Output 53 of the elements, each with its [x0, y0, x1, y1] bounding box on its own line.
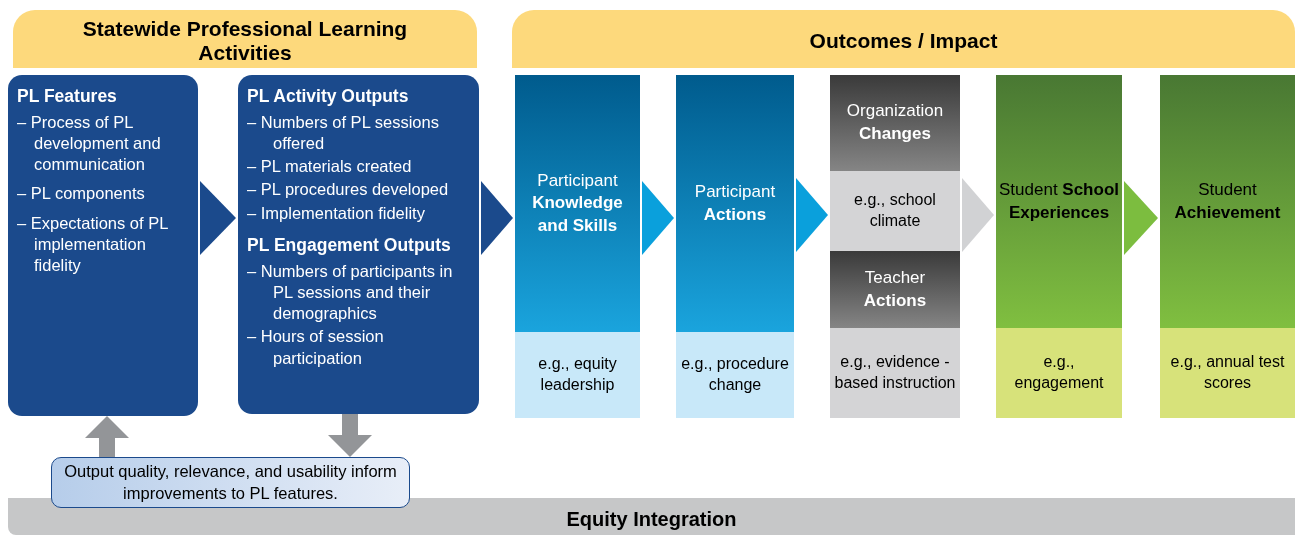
outcome-title: Participant Actions: [693, 181, 777, 226]
chevron-arrow: [200, 181, 236, 255]
header-text: Statewide Professional Learning Activities: [81, 17, 409, 65]
band-label: Equity Integration: [565, 508, 738, 531]
block-arrow: [328, 414, 372, 457]
example-text: e.g., school climate: [853, 190, 937, 231]
feedback-text: Output quality, relevance, and usability inform improvements to PL features.: [63, 461, 398, 504]
bullet-item: – PL procedures developed: [247, 179, 450, 201]
bullet-item: – Implementation fidelity: [247, 202, 426, 224]
example-box: [830, 171, 960, 251]
bullet-item: – PL materials created: [247, 156, 413, 178]
bullet-item: – Process of PL development and communication: [17, 111, 162, 176]
outcome-title: Student School Experiences: [998, 179, 1120, 224]
chevron-arrow: [481, 181, 513, 255]
activity-panel: [8, 75, 198, 416]
outcome-box: [996, 75, 1122, 328]
outcome-title: Teacher Actions: [862, 266, 928, 312]
bullet-item: – Numbers of PL sessions offered: [247, 111, 440, 154]
outcome-box: [830, 251, 960, 328]
bullet-item: – Hours of session participation: [247, 326, 385, 369]
outcome-title: Student Achievement: [1173, 179, 1282, 224]
example-box: [1160, 328, 1295, 418]
example-box: [676, 332, 794, 418]
panel-heading: PL Features: [17, 85, 118, 108]
section-header-tab: [13, 10, 477, 68]
section-header-tab: [512, 10, 1295, 68]
example-text: e.g., procedure change: [680, 354, 790, 395]
example-text: e.g., engagement: [1013, 352, 1105, 393]
chevron-arrow: [796, 178, 828, 252]
outcome-box: [1160, 75, 1295, 328]
outcome-box: [676, 75, 794, 332]
outcome-title: Organization Changes: [845, 100, 945, 145]
example-box: [515, 332, 640, 418]
bullet-item: – PL components: [17, 183, 146, 205]
chevron-arrow: [1124, 181, 1158, 255]
bullet-item: – Numbers of participants in PL sessions and their demographics: [247, 260, 454, 325]
example-box: [830, 328, 960, 418]
bullet-item: – Expectations of PL implementation fidelity: [17, 212, 169, 277]
header-text: Outcomes / Impact: [808, 29, 999, 53]
panel-heading: PL Engagement Outputs: [247, 233, 452, 257]
chevron-arrow: [962, 178, 994, 252]
panel-heading: PL Activity Outputs: [247, 85, 410, 108]
activity-panel: [238, 75, 479, 414]
example-text: e.g., equity leadership: [537, 354, 618, 395]
block-arrow: [85, 416, 129, 457]
outcome-box: [515, 75, 640, 332]
example-text: e.g., annual test scores: [1169, 352, 1286, 393]
feedback-box: [51, 457, 410, 508]
outcome-title: Participant Knowledge and Skills: [531, 170, 624, 237]
example-text: e.g., evidence -based instruction: [833, 352, 957, 393]
chevron-arrow: [642, 181, 674, 255]
outcome-box: [830, 75, 960, 171]
example-box: [996, 328, 1122, 418]
